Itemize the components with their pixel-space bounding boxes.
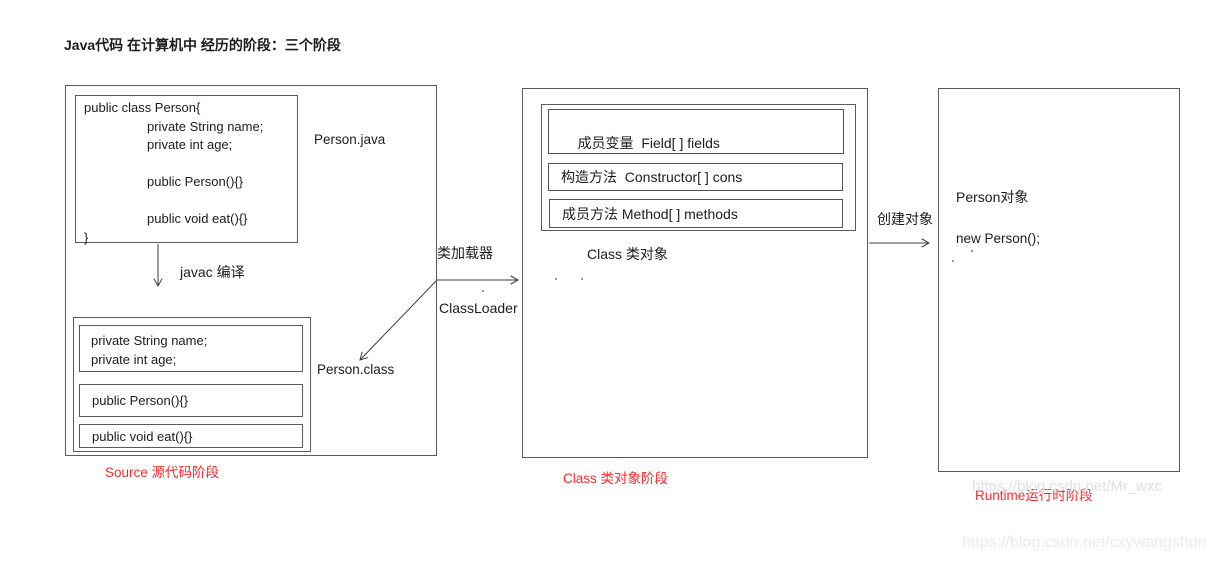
runtime-stage-label: Runtime运行时阶段 [975, 488, 1093, 503]
class-method-row-text: 成员方法 Method[ ] methods [562, 205, 738, 222]
bytecode-box [73, 317, 311, 452]
class-stage-box [522, 88, 868, 458]
page-title: Java代码 在计算机中 经历的阶段：三个阶段 [64, 37, 341, 53]
bytecode-method-text: public void eat(){} [92, 428, 193, 444]
new-person-code: new Person(); [956, 231, 1041, 246]
source-code-text: public class Person{ private String name… [84, 100, 264, 245]
classloader-label-en: ClassLoader [439, 300, 518, 316]
class-stage-label: Class 类对象阶段 [563, 471, 669, 486]
source-code-box: public class Person{ private String name… [75, 95, 298, 245]
create-object-label: 创建对象 [877, 211, 933, 227]
watermark-overlay: https://blog.csdn.net/Mr_wxc [972, 478, 1163, 495]
class-file-label: Person.class [317, 362, 395, 377]
class-object-wrapper-box [541, 104, 856, 231]
class-field-row-text: 成员变量 Field[ ] fields [577, 135, 720, 151]
bytecode-constructor-text: public Person(){} [92, 393, 189, 408]
classloader-label-cn: 类加载器 [437, 245, 493, 261]
class-field-row: 成员变量 Field[ ] fields [548, 109, 844, 154]
java-file-label: Person.java [314, 132, 386, 147]
source-stage-box [65, 85, 437, 456]
javac-compile-label: javac 编译 [180, 264, 245, 280]
bytecode-fields-box: private String name; private int age; [79, 325, 303, 372]
bytecode-constructor-box: public Person(){} [79, 384, 303, 417]
class-constructor-row-text: 构造方法 Constructor[ ] cons [561, 169, 743, 185]
class-constructor-row: 构造方法 Constructor[ ] cons [548, 163, 843, 191]
watermark-bottom: https://blog.csdn.net/cxywangshun [962, 534, 1207, 551]
bytecode-method-box: public void eat(){} [79, 424, 303, 448]
class-method-row: 成员方法 Method[ ] methods [549, 199, 843, 228]
person-object-label: Person对象 [956, 189, 1029, 205]
source-stage-label: Source 源代码阶段 [105, 465, 220, 480]
runtime-stage-box [938, 88, 1180, 472]
bytecode-fields-text: private String name; private int age; [91, 333, 208, 367]
class-object-label: Class 类对象 [587, 246, 668, 262]
